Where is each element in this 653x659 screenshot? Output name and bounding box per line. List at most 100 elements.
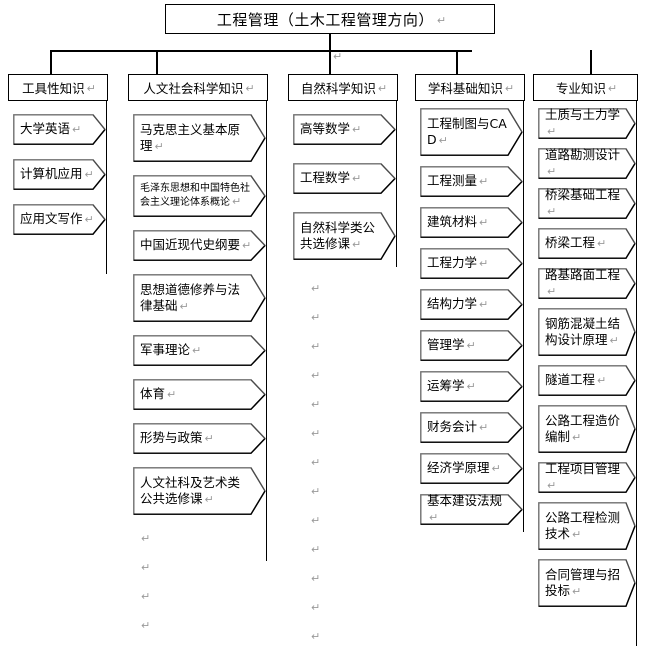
pilcrow-mark: ↵ [311,340,321,353]
course-node-professional-knowledge-11[interactable]: 合同管理与招投标↵ [538,559,636,607]
category-header-natural-science[interactable]: 自然科学知识 ↵ [288,74,398,101]
course-node-professional-knowledge-5[interactable]: 路基路面工程↵ [538,267,636,299]
course-node-natural-science-1[interactable]: 高等数学↵ [293,114,396,145]
course-label: 高等数学↵ [300,121,362,137]
category-header-discipline-foundation[interactable]: 学科基础知识 ↵ [415,74,525,101]
pilcrow-mark: ↵ [141,532,151,545]
course-label: 应用文写作↵ [20,211,94,227]
course-node-discipline-foundation-9[interactable]: 经济学原理↵ [420,453,523,484]
course-node-discipline-foundation-1[interactable]: 工程制图与CAD↵ [420,108,523,156]
course-node-humanities-social-science-2[interactable]: 毛泽东思想和中国特色社会主义理论体系概论↵ [133,175,266,217]
course-node-humanities-social-science-8[interactable]: 人文社科及艺术类公共选修课↵ [133,467,266,515]
course-label: 运筹学↵ [427,378,476,394]
pilcrow-mark: ↵ [547,165,557,179]
pilcrow-mark: ↵ [311,369,321,382]
course-node-tool-knowledge-3[interactable]: 应用文写作↵ [13,204,106,235]
course-node-discipline-foundation-10[interactable]: 基本建设法规↵ [420,493,523,525]
pilcrow-mark: ↵ [311,456,321,469]
course-node-professional-knowledge-9[interactable]: 工程项目管理↵ [538,461,636,493]
pentagon-shape [420,330,523,361]
pentagon-shape [133,274,266,322]
course-label: 大学英语↵ [20,121,82,137]
course-label: 形势与政策↵ [140,430,214,446]
course-node-discipline-foundation-6[interactable]: 管理学↵ [420,330,523,361]
course-node-professional-knowledge-1[interactable]: 土质与土力学↵ [538,107,636,139]
course-label: 毛泽东思想和中国特色社会主义理论体系概论↵ [140,182,250,208]
connector-drop-4 [456,50,458,75]
category-label: 工具性知识 [22,81,85,96]
pilcrow-mark: ↵ [84,213,94,227]
course-node-humanities-social-science-6[interactable]: 体育↵ [133,379,266,410]
pilcrow-mark: ↵ [245,82,255,95]
course-node-discipline-foundation-5[interactable]: 结构力学↵ [420,289,523,320]
course-node-natural-science-2[interactable]: 工程数学↵ [293,163,396,194]
course-label: 建筑材料↵ [427,214,489,230]
pilcrow-mark: ↵ [352,237,362,251]
connector-drop-3 [329,50,331,75]
pilcrow-mark: ↵ [547,479,557,493]
pentagon-shape [538,308,636,356]
connector-trunk [329,34,331,51]
pilcrow-mark: ↵ [352,172,362,186]
course-node-humanities-social-science-1[interactable]: 马克思主义基本原理↵ [133,114,266,162]
pilcrow-mark: ↵ [547,125,557,139]
pilcrow-mark: ↵ [479,216,489,230]
pilcrow-mark: ↵ [311,543,321,556]
course-label: 工程制图与CAD↵ [427,115,507,147]
course-label: 钢筋混凝土结构设计原理↵ [545,315,621,347]
pilcrow-mark: ↵ [311,630,321,643]
pilcrow-mark: ↵ [333,50,343,63]
category-header-humanities-social-science[interactable]: 人文社会科学知识 ↵ [128,74,268,101]
course-node-professional-knowledge-6[interactable]: 钢筋混凝土结构设计原理↵ [538,308,636,356]
pilcrow-mark: ↵ [429,511,439,525]
connector-drop-1 [50,50,52,75]
pentagon-shape [13,159,106,190]
pilcrow-mark: ↵ [192,344,202,358]
course-node-discipline-foundation-4[interactable]: 工程力学↵ [420,248,523,279]
course-node-humanities-social-science-4[interactable]: 思想道德修养与法律基础↵ [133,274,266,322]
course-label: 思想道德修养与法律基础↵ [140,281,241,313]
course-node-discipline-foundation-8[interactable]: 财务会计↵ [420,412,523,443]
category-header-tool-knowledge[interactable]: 工具性知识 ↵ [8,74,108,101]
course-node-discipline-foundation-7[interactable]: 运筹学↵ [420,371,523,402]
course-node-professional-knowledge-10[interactable]: 公路工程检测技术↵ [538,502,636,550]
pentagon-shape [538,148,636,179]
pentagon-shape [538,108,636,139]
pilcrow-mark: ↵ [438,133,448,147]
category-header-professional-knowledge[interactable]: 专业知识 ↵ [533,74,638,101]
pentagon-shape [133,423,266,454]
pilcrow-mark: ↵ [311,601,321,614]
course-label: 隧道工程↵ [545,372,607,388]
pilcrow-mark: ↵ [311,398,321,411]
course-node-discipline-foundation-2[interactable]: 工程测量↵ [420,166,523,197]
course-node-tool-knowledge-1[interactable]: 大学英语↵ [13,114,106,145]
pilcrow-mark: ↵ [352,123,362,137]
pentagon-shape [538,188,636,219]
course-node-humanities-social-science-7[interactable]: 形势与政策↵ [133,423,266,454]
pentagon-shape [420,166,523,197]
pilcrow-mark: ↵ [572,527,582,541]
pilcrow-mark: ↵ [84,168,94,182]
course-node-professional-knowledge-3[interactable]: 桥梁基础工程↵ [538,187,636,219]
pilcrow-mark: ↵ [242,239,252,253]
course-node-natural-science-3[interactable]: 自然科学类公共选修课↵ [293,212,396,260]
course-node-humanities-social-science-3[interactable]: 中国近现代史纲要↵ [133,230,266,261]
spine-column-5 [636,101,638,646]
course-node-professional-knowledge-8[interactable]: 公路工程造价编制↵ [538,405,636,453]
connector-bus [50,50,472,52]
pilcrow-mark: ↵ [597,237,607,251]
course-node-professional-knowledge-4[interactable]: 桥梁工程↵ [538,228,636,259]
course-label: 公路工程检测技术↵ [545,509,621,541]
course-node-discipline-foundation-3[interactable]: 建筑材料↵ [420,207,523,238]
course-node-tool-knowledge-2[interactable]: 计算机应用↵ [13,159,106,190]
course-node-professional-knowledge-7[interactable]: 隧道工程↵ [538,365,636,396]
course-label: 结构力学↵ [427,296,489,312]
pilcrow-mark: ↵ [204,432,214,446]
pilcrow-mark: ↵ [86,82,96,95]
connector-drop-5 [590,50,592,75]
course-label: 自然科学类公共选修课↵ [300,219,376,251]
course-node-humanities-social-science-5[interactable]: 军事理论↵ [133,335,266,366]
pentagon-shape [13,114,106,145]
pentagon-shape [420,453,523,484]
course-node-professional-knowledge-2[interactable]: 道路勘测设计↵ [538,147,636,179]
